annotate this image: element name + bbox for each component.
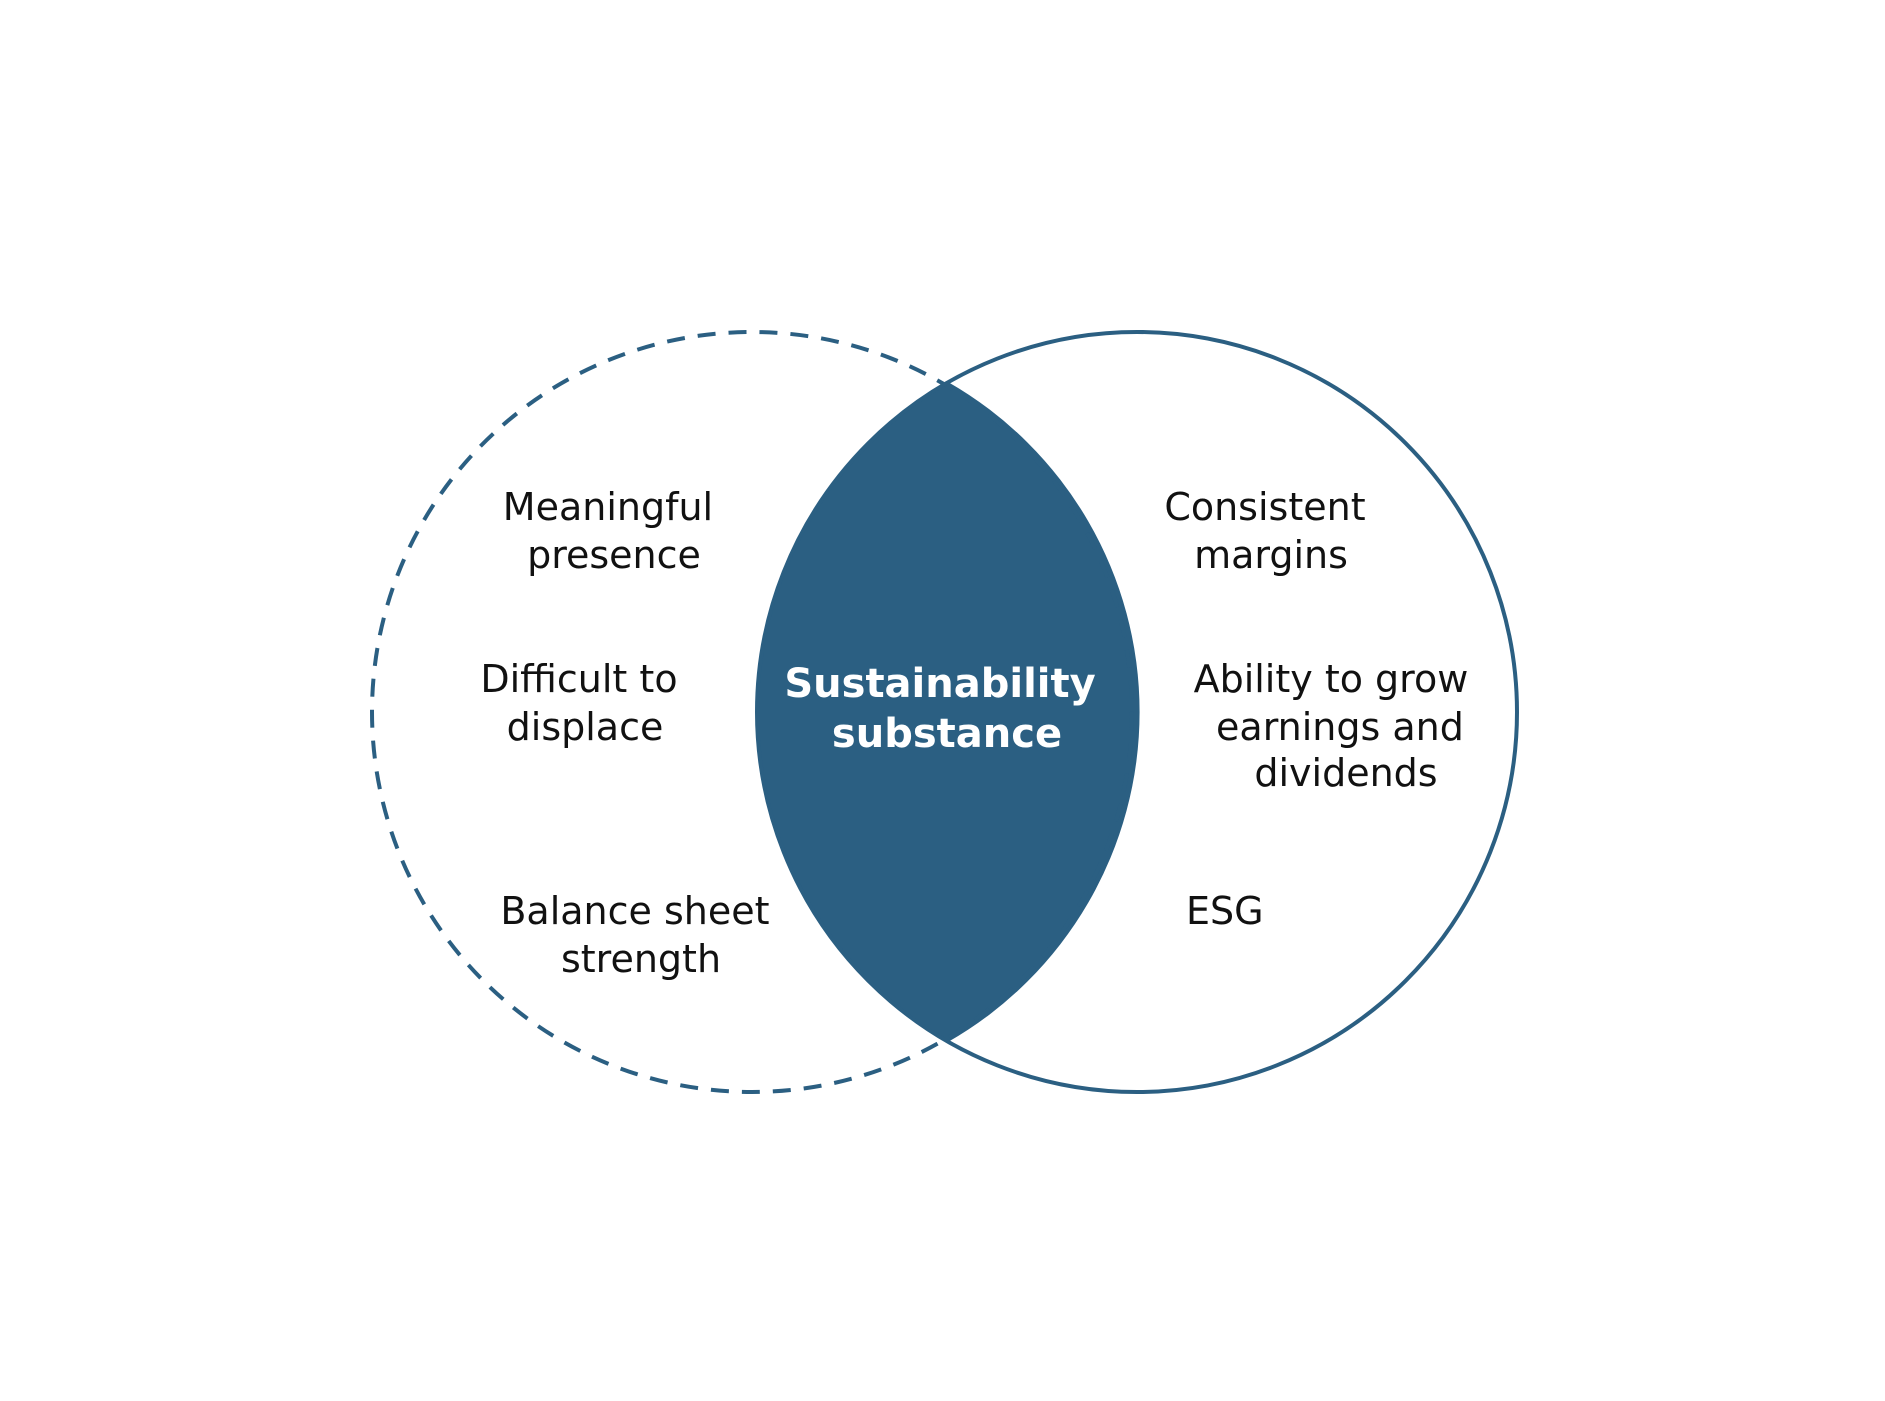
right-item-consistent-margins: Consistent margins — [1164, 485, 1377, 577]
intersection-label: Sustainability substance — [784, 661, 1109, 757]
right-item-esg: ESG — [1186, 889, 1264, 933]
right-item-3-line1: ESG — [1186, 889, 1264, 933]
right-item-1-line2: margins — [1194, 533, 1348, 577]
left-item-difficult-to-displace: Difficult to displace — [480, 657, 689, 749]
right-item-2-line2: earnings and — [1216, 705, 1464, 749]
left-circle-dashed — [370, 330, 1134, 1094]
intersection-lens — [756, 382, 1140, 1042]
left-item-balance-sheet-strength: Balance sheet strength — [500, 889, 781, 981]
left-item-2-line2: displace — [507, 705, 664, 749]
left-item-1-line1: Meaningful — [503, 485, 713, 529]
left-item-1-line2: presence — [527, 533, 701, 577]
intersection-line1: Sustainability — [784, 661, 1095, 707]
left-item-2-line1: Difficult to — [480, 657, 677, 701]
right-circle-solid — [755, 330, 1519, 1094]
left-item-3-line1: Balance sheet — [500, 889, 769, 933]
right-item-ability-to-grow: Ability to grow earnings and dividends — [1194, 657, 1481, 795]
intersection-line2: substance — [832, 711, 1062, 757]
right-item-1-line1: Consistent — [1164, 485, 1365, 529]
right-item-2-line1: Ability to grow — [1194, 657, 1469, 701]
left-item-3-line2: strength — [561, 937, 721, 981]
right-item-2-line3: dividends — [1254, 751, 1437, 795]
left-item-meaningful-presence: Meaningful presence — [503, 485, 725, 577]
